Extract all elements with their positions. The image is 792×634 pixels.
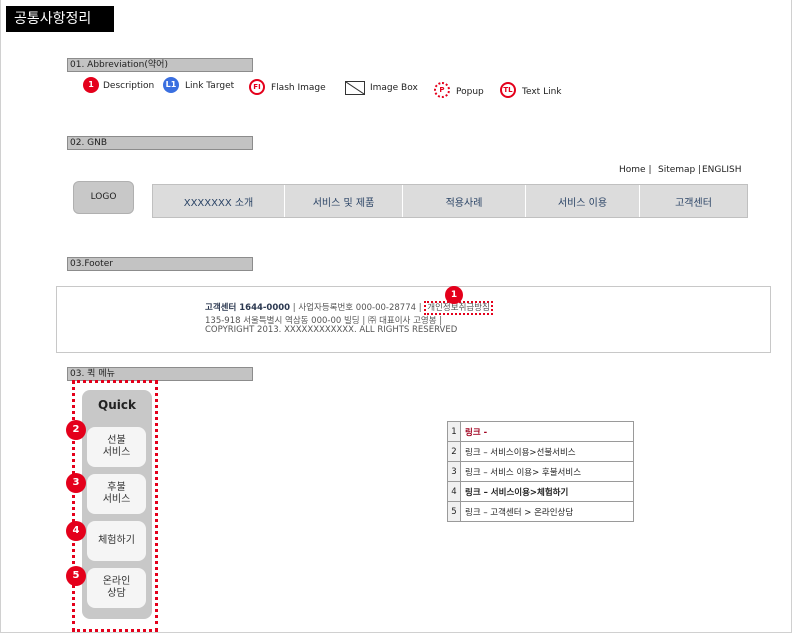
link-description-table: 1 링크 - 2 링크 – 서비스이용>선불서비스 3 링크 – 서비스 이용>… (447, 421, 634, 522)
quick-badge-2-icon: 2 (66, 420, 86, 440)
gnb-item-intro[interactable]: XXXXXXX 소개 (153, 185, 285, 217)
legend-flash-image-label: Flash Image (271, 83, 326, 93)
footer-copyright: COPYRIGHT 2013. XXXXXXXXXXXX. ALL RIGHTS… (205, 325, 458, 335)
legend-text-link-label: Text Link (522, 87, 562, 97)
util-sitemap-link[interactable]: Sitemap | (658, 165, 702, 175)
footer-address: 135-918 서울특별시 역삼동 000-00 빌딩 | ㈜ 대표이사 고영봉… (205, 316, 443, 326)
quick-trial-button[interactable]: 체험하기 (87, 521, 146, 561)
flash-image-badge-icon: FI (249, 79, 265, 95)
footer-line-1: 고객센터 1644-0000 | 사업자등록번호 000-00-28774 | … (205, 301, 493, 315)
legend-link-target-label: Link Target (185, 81, 235, 91)
footer-business-number: | 사업자등록번호 000-00-28774 | (292, 303, 422, 313)
quick-online-consult-button[interactable]: 온라인 상담 (87, 568, 146, 608)
row-link-text: 링크 – 서비스이용>체험하기 (460, 481, 634, 502)
quick-postpaid-button[interactable]: 후불 서비스 (87, 474, 146, 514)
util-home-link[interactable]: Home | (619, 165, 652, 175)
row-link-text: 링크 – 서비스 이용> 후불서비스 (460, 461, 634, 482)
row-number: 5 (447, 501, 461, 522)
legend-image-box-label: Image Box (370, 83, 418, 93)
gnb-item-customer-center[interactable]: 고객센터 (675, 197, 712, 209)
table-row: 5 링크 – 고객센터 > 온라인상담 (447, 501, 634, 522)
row-link-text: 링크 - (460, 421, 634, 442)
section-gnb-header: 02. GNB (67, 136, 253, 150)
row-link-text: 링크 – 서비스이용>선불서비스 (460, 441, 634, 462)
footer-box (56, 286, 771, 353)
table-row: 3 링크 – 서비스 이용> 후불서비스 (447, 461, 634, 482)
quick-menu-title: Quick (98, 398, 136, 412)
table-row: 1 링크 - (447, 421, 634, 442)
gnb-menu: XXXXXXX 소개 서비스 및 제품 적용사례 서비스 이용 고객센터 (152, 184, 748, 218)
page-title: 공통사항정리 (6, 6, 114, 32)
link-target-badge-icon: L1 (163, 77, 179, 93)
table-row: 2 링크 – 서비스이용>선불서비스 (447, 441, 634, 462)
logo[interactable]: LOGO (73, 181, 134, 214)
quick-menu-highlight (72, 380, 158, 632)
legend-description-label: Description (103, 81, 155, 91)
quick-prepaid-button[interactable]: 선불 서비스 (87, 427, 146, 467)
util-english-link[interactable]: ENGLISH (702, 165, 742, 175)
privacy-policy-link[interactable]: 개인정보취급방침 (424, 301, 493, 315)
row-number: 3 (447, 461, 461, 482)
popup-badge-icon: P (434, 82, 450, 98)
legend-popup-label: Popup (456, 87, 484, 97)
section-quick-header: 03. 퀵 메뉴 (67, 367, 253, 381)
footer-badge-1-icon: 1 (445, 286, 463, 304)
section-footer-header: 03.Footer (67, 257, 253, 271)
section-abbreviation-header: 01. Abbreviation(약어) (67, 58, 253, 72)
gnb-item-cases[interactable]: 적용사례 (403, 185, 526, 217)
footer-cs-label: 고객센터 1644-0000 (205, 303, 291, 313)
gnb-item-products[interactable]: 서비스 및 제품 (285, 185, 403, 217)
row-number: 2 (447, 441, 461, 462)
image-box-icon (345, 81, 365, 95)
row-number: 4 (447, 481, 461, 502)
description-badge-icon: 1 (83, 77, 99, 93)
quick-badge-5-icon: 5 (66, 566, 86, 586)
row-link-text: 링크 – 고객센터 > 온라인상담 (460, 501, 634, 522)
row-number: 1 (447, 421, 461, 442)
quick-badge-3-icon: 3 (66, 473, 86, 493)
quick-badge-4-icon: 4 (66, 521, 86, 541)
gnb-item-service-use[interactable]: 서비스 이용 (526, 185, 640, 217)
text-link-badge-icon: TL (500, 82, 516, 98)
table-row: 4 링크 – 서비스이용>체험하기 (447, 481, 634, 502)
